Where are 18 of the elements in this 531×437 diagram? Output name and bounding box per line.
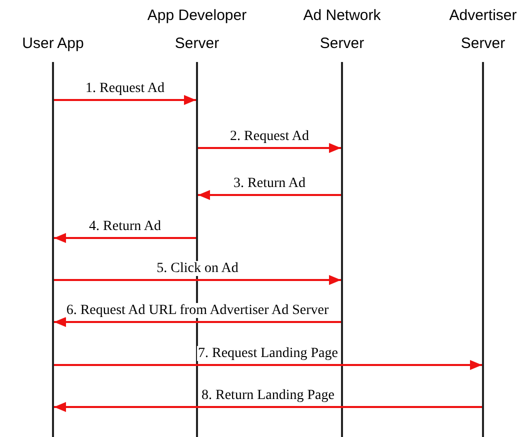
participant-name: Ad Network Server xyxy=(302,6,382,54)
message-arrow xyxy=(54,233,196,243)
message-arrow xyxy=(54,95,196,105)
message-arrow xyxy=(198,190,341,200)
participant-name: App Developer Server xyxy=(146,6,248,54)
participant-name: User App xyxy=(22,34,84,54)
message-arrow xyxy=(54,317,341,327)
message-arrow xyxy=(198,143,341,153)
edge-label: 8. Return Landing Page xyxy=(200,388,336,403)
edge-label: 1. Request Ad xyxy=(84,81,166,96)
edge-label: 5. Click on Ad xyxy=(156,261,240,276)
edge-label: 7. Request Landing Page xyxy=(197,346,339,361)
edge-label: 6. Request Ad URL from Advertiser Ad Server xyxy=(65,303,330,318)
message-arrow xyxy=(54,402,482,412)
participant-name: Advertiser Server xyxy=(448,6,518,54)
edge-label: 2. Request Ad xyxy=(229,129,310,144)
message-arrow xyxy=(54,360,482,370)
message-arrow xyxy=(54,275,341,285)
